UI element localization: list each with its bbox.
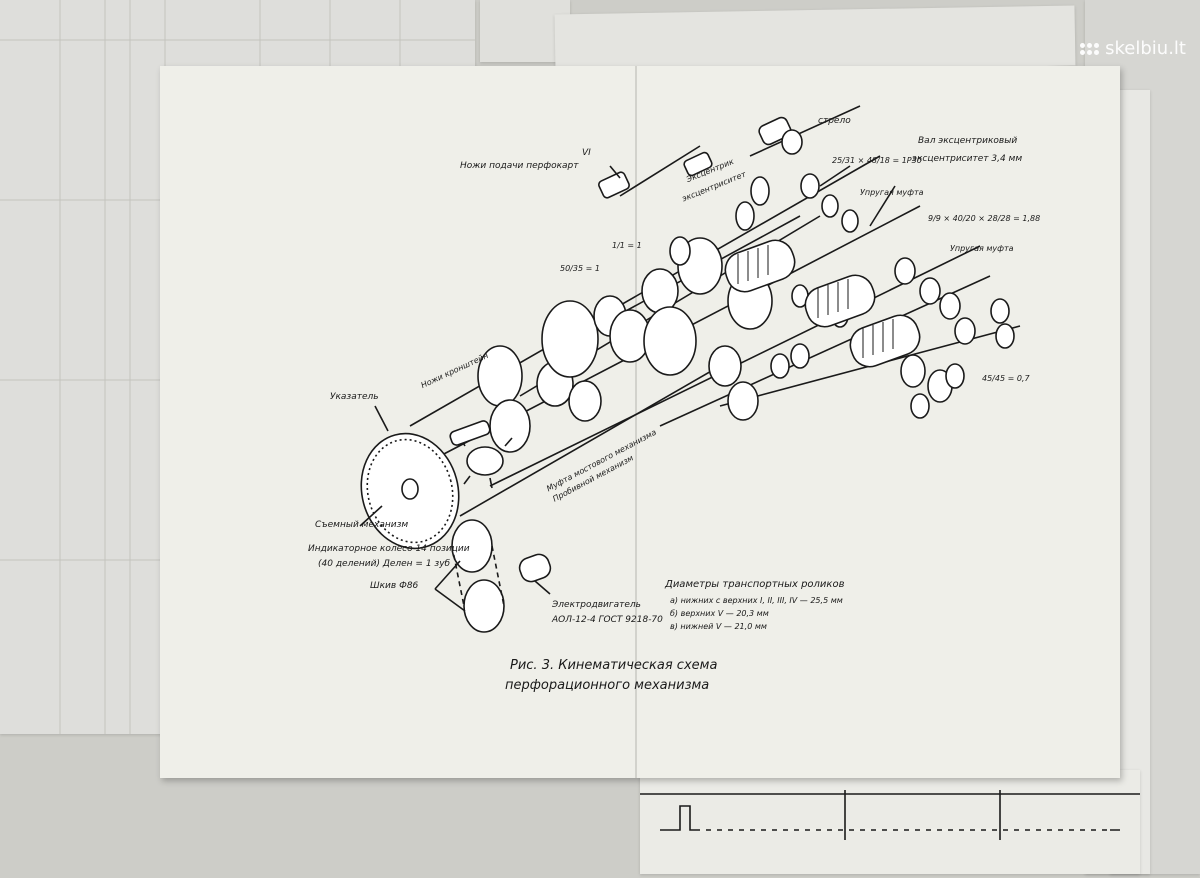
label-roman-vi: VI <box>582 148 591 158</box>
background-sheet-bottom <box>640 770 1140 874</box>
label-fraction-top: 25/31 × 48/18 = 1Р30 <box>832 156 922 165</box>
knife-feed-mechanism <box>598 116 803 199</box>
label-motor-spec: АОЛ-12-4 ГОСТ 9218-70 <box>552 615 663 625</box>
skelbiu-watermark: skelbiu.lt <box>1080 38 1186 59</box>
label-elastic-coupling-1: Упругая муфта <box>860 188 924 197</box>
figure-caption-line-2: перфорационного механизма <box>505 678 710 693</box>
legend-line-2: б) верхних V — 20,3 мм <box>670 609 769 618</box>
figure-caption-line-1: Рис. 3. Кинематическая схема <box>510 658 718 673</box>
label-removable-mechanism: Съемный механизм <box>315 520 409 530</box>
label-ratio-2: 50/35 = 1 <box>560 264 600 273</box>
watermark-text: skelbiu.lt <box>1105 38 1186 59</box>
indicator-dial <box>360 432 460 550</box>
star-wheel <box>449 420 513 489</box>
book-spine <box>635 66 637 778</box>
label-ratio-1: 1/1 = 1 <box>612 241 642 250</box>
waveform-drawing <box>640 790 1140 840</box>
label-knives: Ножи подачи перфокарт <box>460 161 579 171</box>
open-book-page: стрело VI Ножи подачи перфокарт Эксцентр… <box>160 66 1120 778</box>
label-pointer: Указатель <box>330 392 379 402</box>
transport-rollers <box>724 239 921 368</box>
label-eccentricity: эксцентриситет 3,4 мм <box>912 154 1023 164</box>
dots-logo-icon <box>1080 42 1100 55</box>
gear-wheels <box>477 173 1015 453</box>
label-ratio-end: 45/45 = 0,7 <box>982 374 1030 383</box>
label-fraction-right: 9/9 × 40/20 × 28/28 = 1,88 <box>928 214 1041 223</box>
legend-line-1: а) нижних с верхних I, II, III, IV — 25,… <box>670 596 843 605</box>
label-indicator-divisions: (40 делений) Делен = 1 зуб <box>318 559 451 569</box>
background-sheet-top-right <box>554 5 1076 75</box>
kinematic-diagram <box>359 105 1021 633</box>
label-elastic-coupling-2: Упругая муфта <box>950 244 1014 253</box>
legend-line-3: в) нижней V — 21,0 мм <box>670 622 767 631</box>
label-pulley: Шкив Ф86 <box>370 581 419 591</box>
pulley-belt <box>451 519 552 633</box>
label-indicator-wheel: Индикаторное колесо 14 позиции <box>308 544 470 554</box>
label-strelo: стрело <box>818 116 851 126</box>
label-motor: Электродвигатель <box>552 600 641 610</box>
legend-title: Диаметры транспортных роликов <box>665 579 845 590</box>
label-eccentric-shaft: Вал эксцентриковый <box>918 136 1018 146</box>
